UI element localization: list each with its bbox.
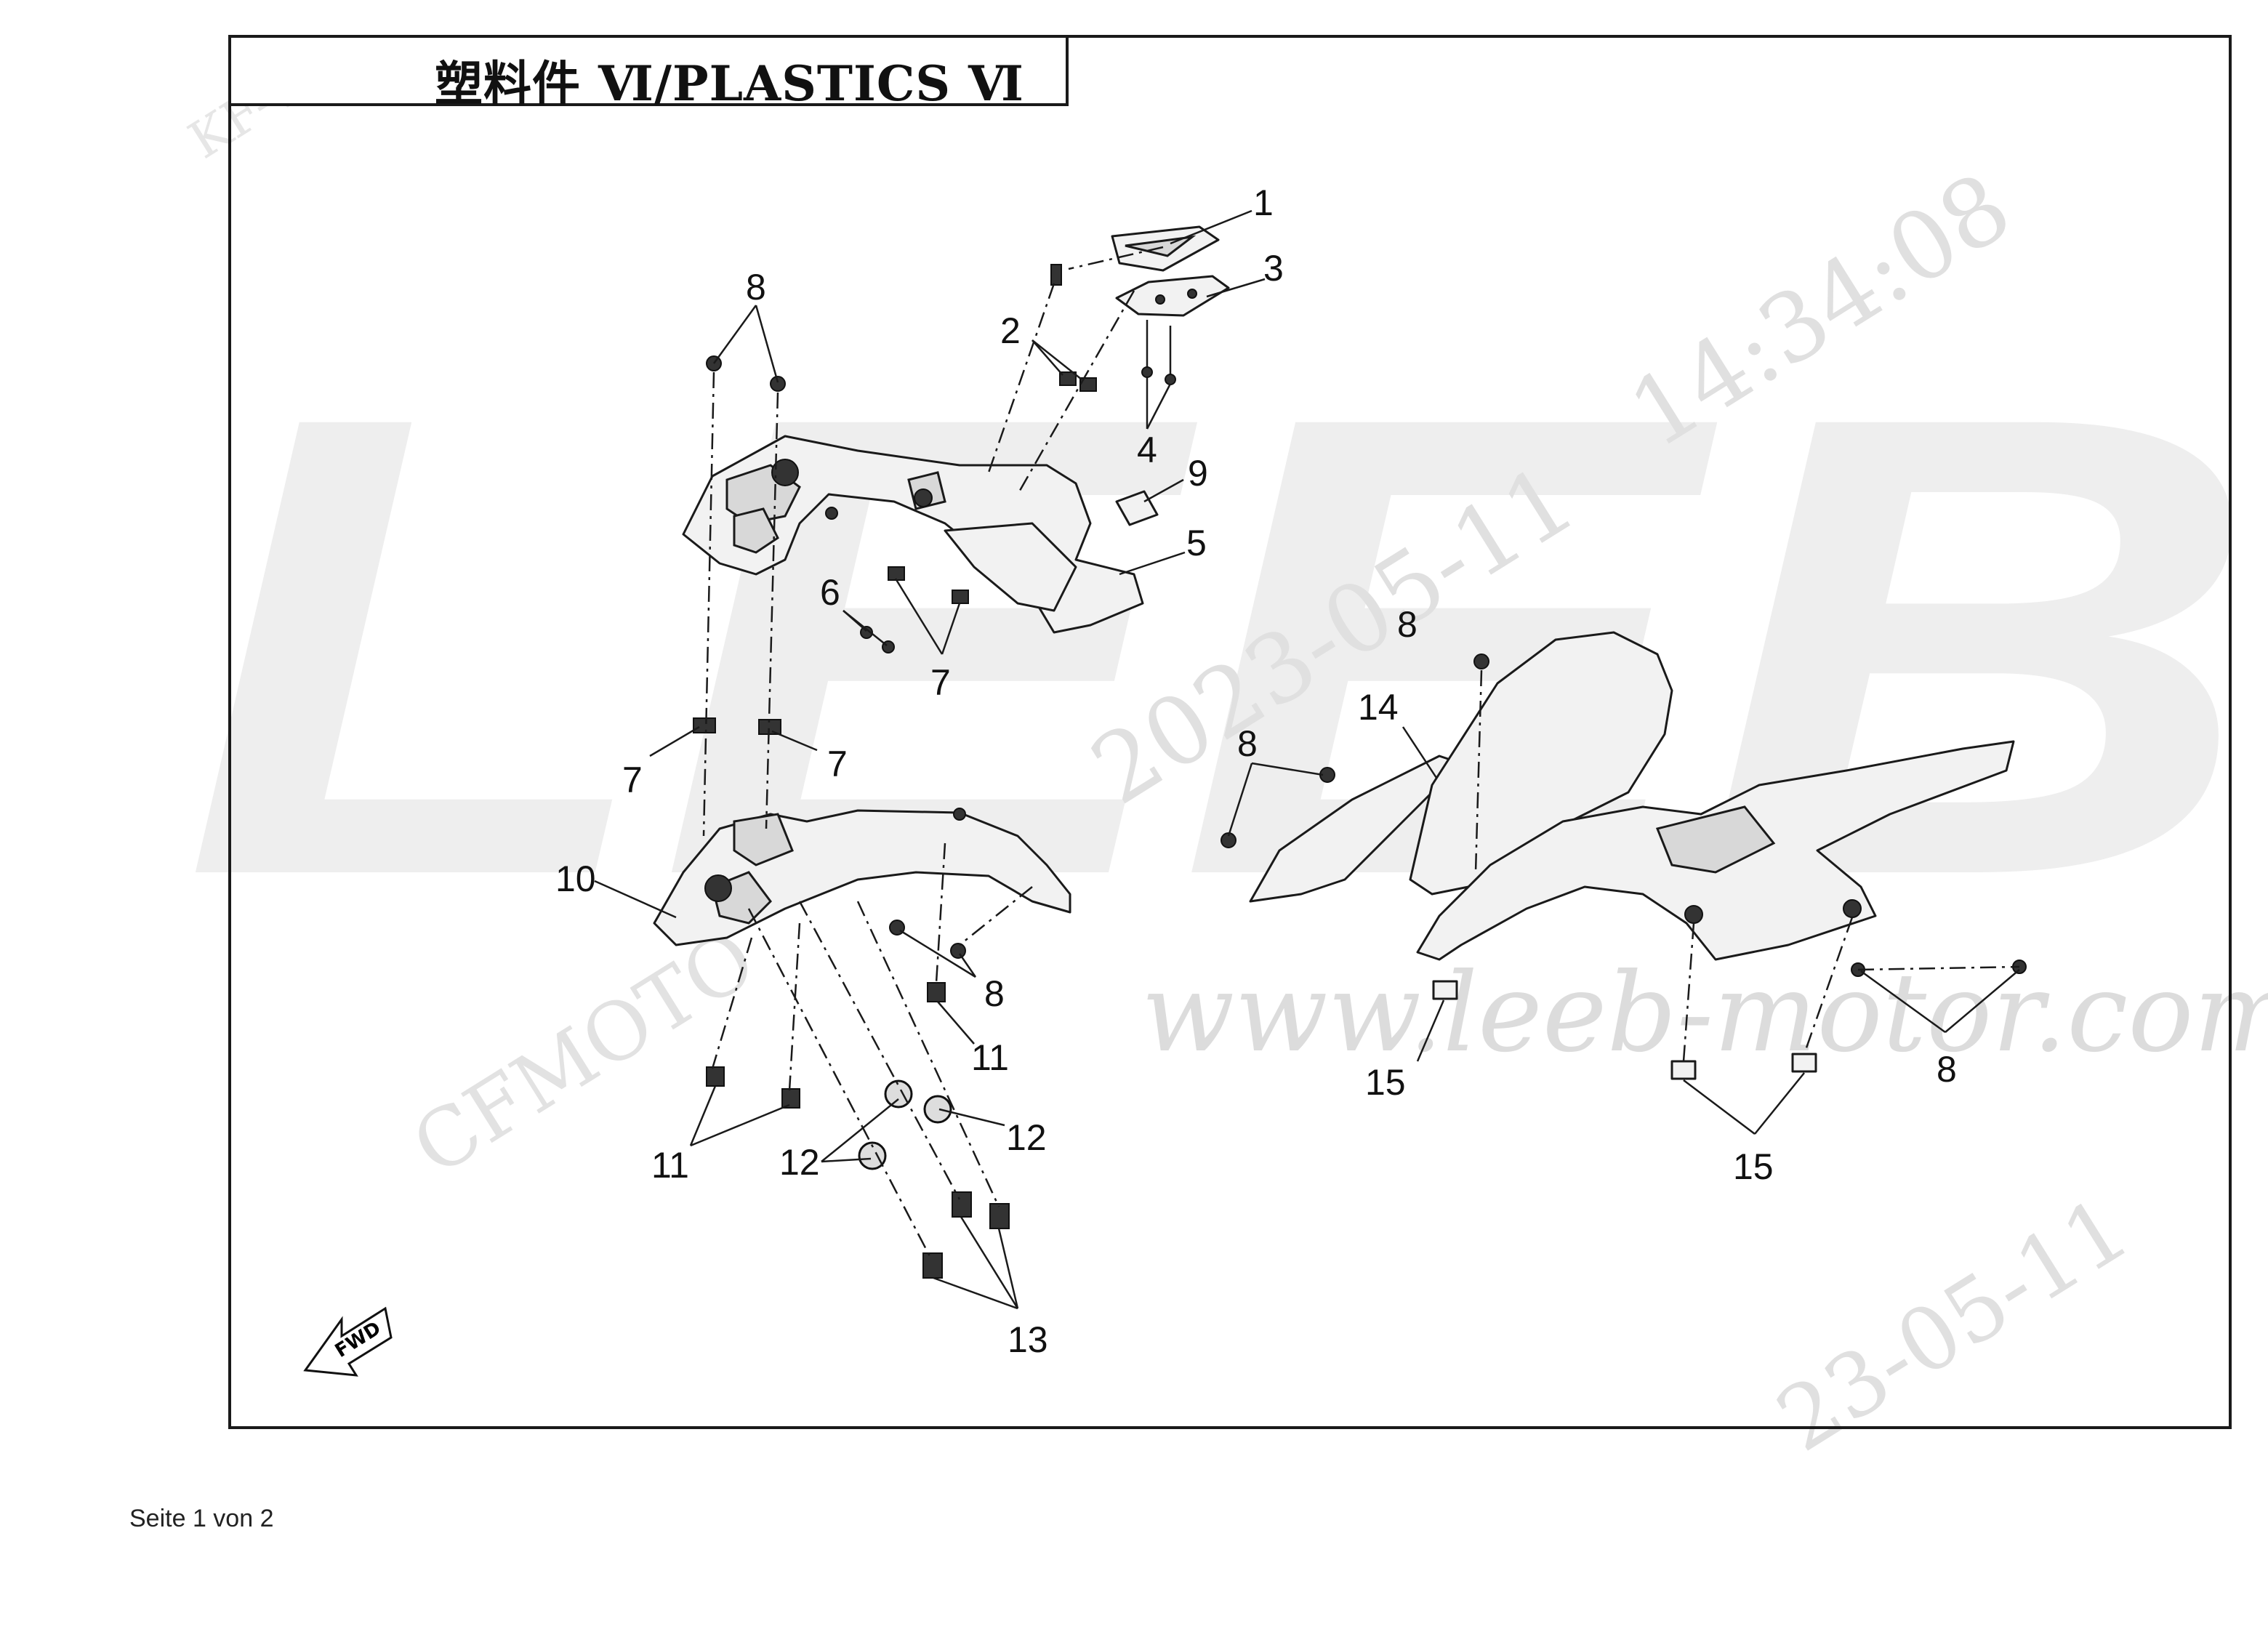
watermark-website: www.leeb-motor.com xyxy=(1141,950,2268,1077)
callout-5: 5 xyxy=(1186,523,1207,563)
callout-leader-lines xyxy=(594,209,2020,1310)
callout-9: 9 xyxy=(1188,453,1208,494)
callout-12-left: 12 xyxy=(779,1142,820,1183)
callout-1: 1 xyxy=(1253,182,1274,223)
part-13-bolt-c xyxy=(922,1252,943,1279)
page-title: 塑料件 Ⅵ/PLASTICS Ⅵ xyxy=(435,55,1024,112)
part-4-screws xyxy=(1141,320,1176,385)
callout-7-right: 7 xyxy=(827,744,848,784)
part-11-bolt-c xyxy=(781,1088,800,1109)
callout-15-left: 15 xyxy=(1365,1062,1406,1103)
callout-8-mid: 8 xyxy=(984,973,1005,1014)
callout-8-fender-left: 8 xyxy=(1237,723,1258,764)
callout-8-fender-top: 8 xyxy=(1397,604,1418,645)
part-6-screw-a xyxy=(825,507,838,520)
callout-7-bracket: 7 xyxy=(930,662,951,703)
assembly-lines-right xyxy=(1474,669,2020,1062)
callout-14: 14 xyxy=(1358,687,1399,728)
part-10-lower-bracket xyxy=(653,808,1071,946)
part-15-pad-b xyxy=(1670,1060,1697,1080)
title-box: 塑料件 Ⅵ/PLASTICS Ⅵ xyxy=(228,35,1069,112)
part-2-clip-c xyxy=(1079,377,1097,392)
callout-15-right: 15 xyxy=(1733,1146,1774,1187)
part-2-clip-b xyxy=(1059,371,1077,386)
callout-2: 2 xyxy=(1000,310,1021,351)
part-8-screw-top-b xyxy=(770,376,786,392)
callout-11-left: 11 xyxy=(651,1145,689,1186)
callout-8-top: 8 xyxy=(746,267,766,307)
part-13-bolt-a xyxy=(952,1191,972,1218)
watermark-brand: LEEB xyxy=(182,280,2261,1011)
callout-12-right: 12 xyxy=(1006,1117,1047,1158)
callout-8-fender-right: 8 xyxy=(1937,1049,1957,1090)
part-2-clip-a xyxy=(1050,264,1062,286)
assembly-lines-left xyxy=(702,246,1164,1258)
part-12-washer-a xyxy=(884,1079,913,1109)
callout-11-right: 11 xyxy=(971,1037,1009,1078)
callout-6: 6 xyxy=(820,572,840,613)
part-12-washer-b xyxy=(923,1095,952,1124)
part-5-rear-bracket xyxy=(682,435,1144,634)
fwd-arrow-icon: FWD xyxy=(303,1306,393,1377)
callout-3: 3 xyxy=(1263,248,1284,289)
callout-13: 13 xyxy=(1008,1319,1048,1360)
callout-labels: 1 2 3 4 9 5 8 6 7 7 7 10 8 11 11 12 12 1… xyxy=(555,182,1957,1360)
diagram-frame xyxy=(228,35,2232,1429)
page-indicator: Seite 1 von 2 xyxy=(129,1505,274,1532)
part-12-washer-c xyxy=(858,1141,887,1170)
callout-10: 10 xyxy=(555,858,596,899)
part-14-rear-fender xyxy=(1249,631,2015,961)
callout-7-left: 7 xyxy=(622,760,643,800)
part-8-screw-mid-b xyxy=(950,943,966,959)
callout-4: 4 xyxy=(1137,430,1157,470)
part-7-clip-b xyxy=(952,590,969,604)
part-15-pad-a xyxy=(1432,980,1458,1000)
part-3-bracket xyxy=(1115,275,1230,317)
part-11-bolt-a xyxy=(927,982,946,1002)
part-8-screw-right-a xyxy=(1473,653,1489,669)
part-7-clip-c xyxy=(693,717,716,733)
